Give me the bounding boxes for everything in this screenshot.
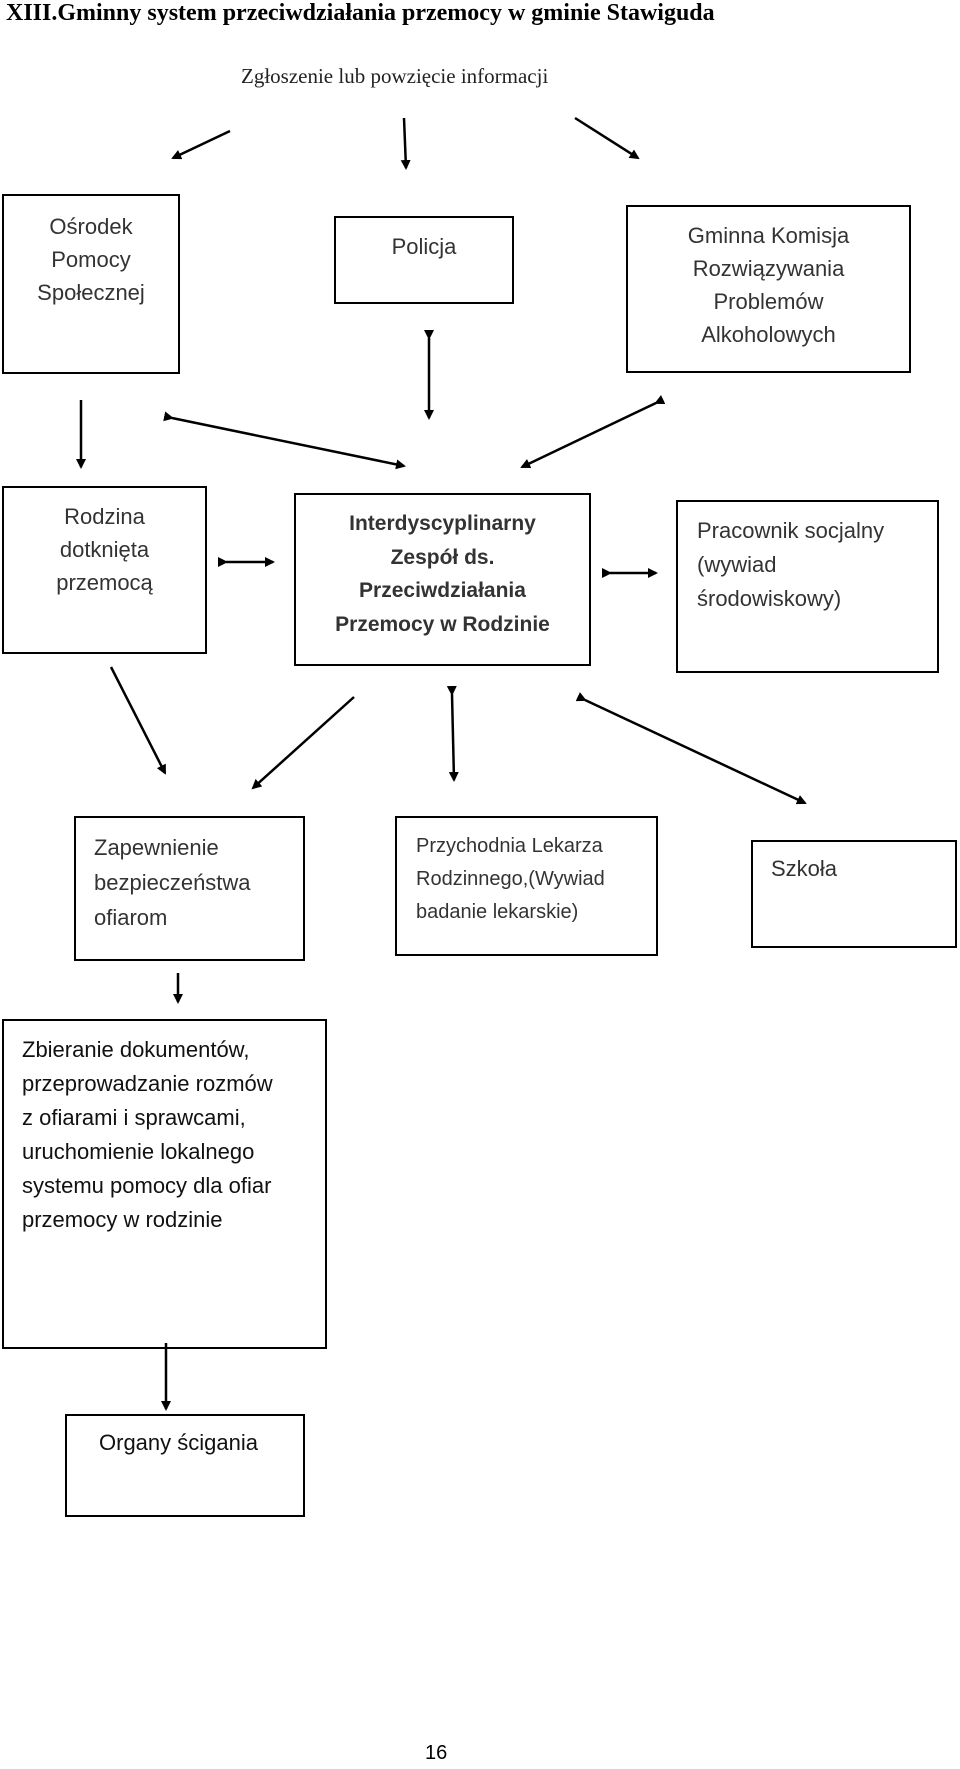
arrow-zespol-przychodnia [446, 685, 459, 782]
page-title: XIII.Gminny system przeciwdziałania prze… [6, 0, 715, 26]
box-przychodnia-label: Przychodnia Lekarza Rodzinnego,(Wywiad b… [416, 835, 605, 923]
box-szkola: Szkoła [751, 840, 957, 948]
arrow-to-komisja [574, 116, 640, 160]
arrow-komisja-zespol [520, 395, 666, 469]
arrow-rodzina-to-bezpieczenstwo [109, 666, 167, 775]
box-przychodnia: Przychodnia Lekarza Rodzinnego,(Wywiad b… [395, 816, 658, 956]
box-osrodek-pomocy: Ośrodek Pomocy Społecznej [2, 194, 180, 374]
box-dokumenty: Zbieranie dokumentów, przeprowadzanie ro… [2, 1019, 327, 1349]
box-pracownik-socjalny: Pracownik socjalny (wywiad środowiskowy) [676, 500, 939, 673]
box-bezpieczenstwo-label: Zapewnienie bezpieczeństwa ofiarom [94, 835, 251, 931]
box-bezpieczenstwo: Zapewnienie bezpieczeństwa ofiarom [74, 816, 305, 961]
box-dokumenty-label: Zbieranie dokumentów, przeprowadzanie ro… [22, 1037, 273, 1233]
arrow-to-osrodek [171, 129, 231, 160]
arrow-zespol-szkola [575, 692, 807, 805]
box-rodzina-label: Rodzina dotknięta przemocą [56, 504, 153, 595]
arrow-zespol-to-bezpieczenstwo [251, 696, 355, 790]
box-organy-scigania: Organy ścigania [65, 1414, 305, 1517]
box-osrodek-label: Ośrodek Pomocy Społecznej [37, 214, 145, 305]
box-policja-label: Policja [391, 234, 457, 259]
box-zespol-label: Interdyscyplinarny Zespół ds. Przeciwdzi… [335, 512, 550, 636]
page-number: 16 [425, 1742, 448, 1764]
box-pracownik-label: Pracownik socjalny (wywiad środowiskowy) [697, 518, 885, 612]
report-intake-label: Zgłoszenie lub powzięcie informacji [241, 64, 549, 88]
arrow-osrodek-zespol [163, 411, 406, 470]
arrow-to-policja [400, 117, 411, 170]
box-komisja-label: Gminna Komisja Rozwiązywania Problemów A… [687, 223, 850, 347]
box-zespol-interdyscyplinarny: Interdyscyplinarny Zespół ds. Przeciwdzi… [294, 493, 591, 666]
box-rodzina: Rodzina dotknięta przemocą [2, 486, 207, 654]
box-komisja: Gminna Komisja Rozwiązywania Problemów A… [626, 205, 911, 373]
box-szkola-label: Szkoła [771, 856, 838, 881]
box-organy-label: Organy ścigania [99, 1430, 258, 1455]
box-policja: Policja [334, 216, 514, 304]
